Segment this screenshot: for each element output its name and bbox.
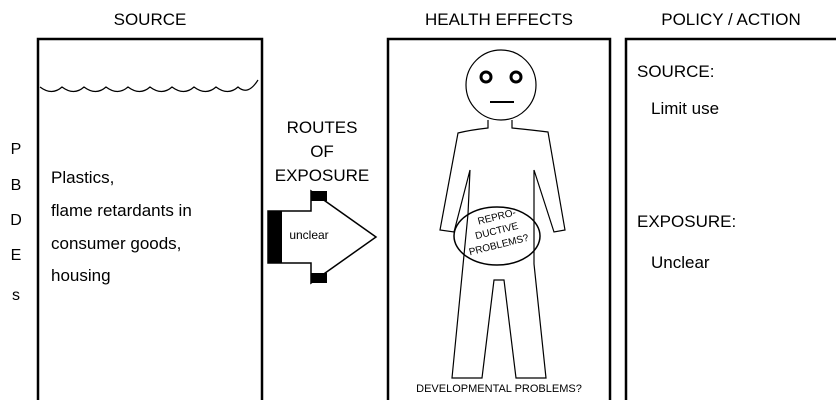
source-line-4: housing xyxy=(51,266,111,285)
header-health-effects: HEALTH EFFECTS xyxy=(425,10,573,29)
policy-panel-box xyxy=(624,37,836,400)
policy-exposure-heading: EXPOSURE: xyxy=(637,212,737,231)
human-figure xyxy=(439,49,566,379)
health-panel-box xyxy=(386,37,612,400)
side-letter-s: s xyxy=(12,287,20,304)
exposure-arrow xyxy=(267,189,378,285)
policy-source-heading: SOURCE: xyxy=(637,62,715,81)
source-line-1: Plastics, xyxy=(51,168,115,187)
header-policy-action: POLICY / ACTION xyxy=(661,10,801,29)
source-line-2: flame retardants in xyxy=(51,201,192,220)
routes-title-3: EXPOSURE xyxy=(274,166,370,185)
policy-exposure-action: Unclear xyxy=(651,253,710,272)
routes-title-1: ROUTES xyxy=(286,118,358,137)
reproductive-ellipse xyxy=(453,206,541,266)
side-letter-p: P xyxy=(10,141,22,158)
developmental-problems-label: DEVELOPMENTAL PROBLEMS? xyxy=(416,383,582,395)
side-letter-e: E xyxy=(10,247,22,264)
side-letter-d: D xyxy=(10,212,22,229)
routes-title-2: OF xyxy=(310,142,334,161)
source-line-3: consumer goods, xyxy=(51,234,182,253)
source-panel-box xyxy=(36,37,264,400)
header-source: SOURCE xyxy=(113,10,187,29)
arrow-label: unclear xyxy=(289,228,329,242)
side-letter-b: B xyxy=(10,177,22,194)
water-surface-wave xyxy=(39,79,259,93)
policy-source-action: Limit use xyxy=(651,99,720,118)
